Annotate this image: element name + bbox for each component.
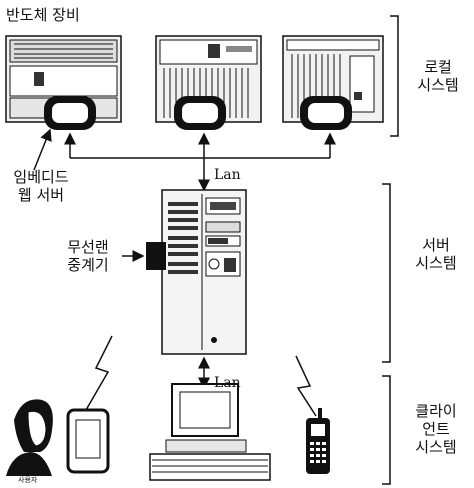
desktop-pc-icon (149, 383, 271, 481)
embedded-server-3-icon (300, 96, 352, 130)
client-system-label: 클라이 언트 시스템 (415, 402, 457, 456)
server-system-label: 서버 시스템 (415, 236, 457, 272)
server-tower-icon (161, 189, 247, 355)
system-brackets (382, 15, 399, 485)
local-system-label: 로컬 시스템 (417, 58, 459, 94)
equipment-2-icon (155, 35, 262, 123)
user-label: 사용자 (18, 476, 38, 484)
wireless-signal-right-icon (295, 355, 317, 417)
mobile-phone-icon (306, 408, 330, 474)
semiconductor-equipment-label: 반도체 장비 (6, 6, 80, 24)
wireless-signal-left-icon (85, 335, 113, 411)
local-lan-bus (64, 132, 336, 192)
embedded-web-server-label: 임베디드 웹 서버 (13, 168, 69, 204)
lan-top-label: Lan (214, 167, 241, 183)
wireless-repeater-icon (146, 242, 166, 270)
pda-icon (66, 408, 110, 474)
lan-bottom-label: Lan (214, 375, 241, 391)
embedded-server-2-icon (174, 96, 226, 130)
wireless-lan-repeater-label: 무선랜 중계기 (67, 238, 109, 274)
embedded-server-1-icon (44, 96, 96, 130)
user-person-icon (6, 399, 53, 476)
embedded-pointer-line (33, 128, 52, 171)
